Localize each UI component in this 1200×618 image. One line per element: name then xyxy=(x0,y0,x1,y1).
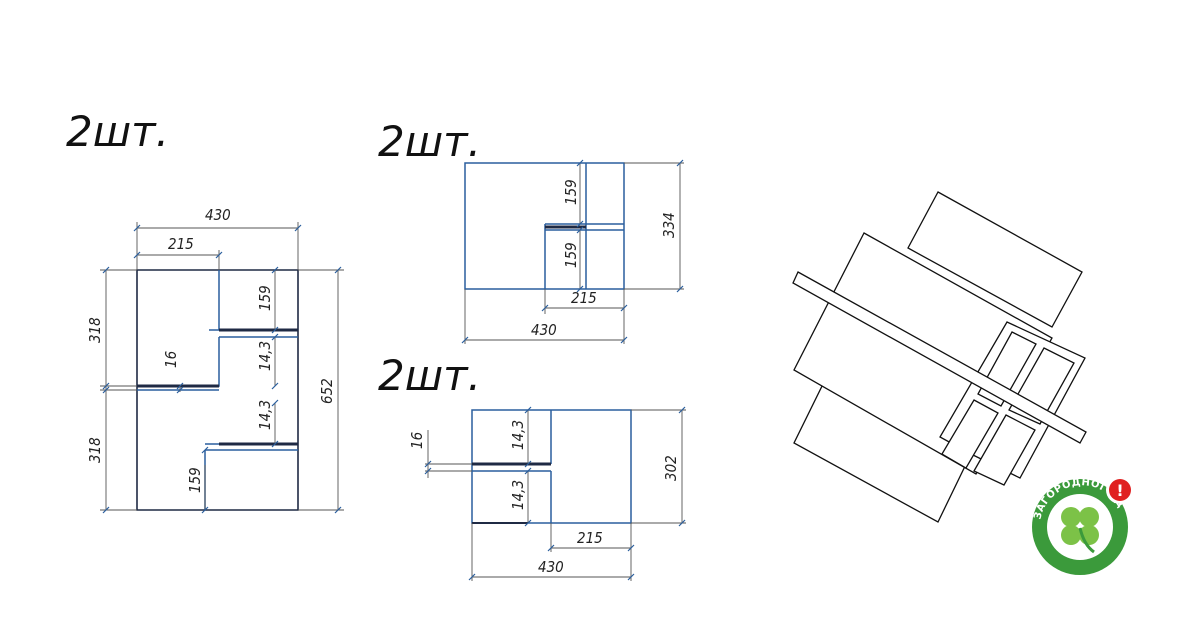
iso-crossbar xyxy=(792,271,1087,444)
left-dimension-lines xyxy=(100,222,344,511)
left-dim-bottom-slot: 159 xyxy=(186,467,204,493)
top-middle-part-drawing: 2шт. 159 159 334 215 430 xyxy=(378,117,684,344)
left-dim-upper-gap: 14,3 xyxy=(256,341,274,371)
bottom-middle-dimension-lines xyxy=(425,409,686,581)
bottom-middle-dim-width: 430 xyxy=(538,558,564,576)
left-dim-thickness: 16 xyxy=(162,351,180,368)
top-middle-dim-height: 334 xyxy=(660,212,678,238)
left-dim-total-width: 430 xyxy=(205,206,231,224)
bottom-middle-part-outline xyxy=(471,409,632,524)
bottom-middle-part-drawing: 2шт. 16 14,3 14,3 302 215 430 xyxy=(378,351,686,581)
bottom-middle-dim-height: 302 xyxy=(662,455,680,481)
left-dim-half-width: 215 xyxy=(168,235,194,253)
assembly-isometric-view xyxy=(792,191,1087,523)
left-dimension-ticks xyxy=(102,224,342,514)
left-dim-lower-gap: 14,3 xyxy=(256,400,274,430)
bottom-middle-dim-thickness: 16 xyxy=(408,432,426,449)
top-middle-part-outline xyxy=(464,162,625,290)
bottom-middle-dim-upper-gap: 14,3 xyxy=(509,420,527,450)
brand-logo: ЗАГОРОДНОГО ДОМА ТЕХНОЛОГИИ ! xyxy=(1032,479,1131,575)
clover-icon xyxy=(1061,507,1099,554)
top-middle-dimension-lines xyxy=(464,162,684,344)
alert-icon xyxy=(1109,479,1131,501)
iso-back-upper-panel xyxy=(907,191,1083,328)
left-dim-total-height: 652 xyxy=(318,378,336,404)
left-dim-top-slot: 159 xyxy=(256,285,274,311)
logo-inner-circle xyxy=(1047,494,1113,560)
iso-cell-4 xyxy=(973,414,1036,486)
left-part-drawing: 2шт. 430 215 318 318 652 16 159 14,3 14,… xyxy=(66,107,344,514)
top-middle-dim-half-width: 215 xyxy=(571,289,597,307)
iso-cell-3 xyxy=(941,399,999,469)
top-middle-dim-top-slot: 159 xyxy=(562,179,580,205)
left-dim-upper-height: 318 xyxy=(86,317,104,343)
top-middle-dim-bottom-slot: 159 xyxy=(562,242,580,268)
left-dim-lower-height: 318 xyxy=(86,437,104,463)
logo-badge-mark: ! xyxy=(1116,481,1123,500)
top-middle-quantity-label: 2шт. xyxy=(378,117,481,166)
top-middle-dim-width: 430 xyxy=(531,321,557,339)
bottom-middle-quantity-label: 2шт. xyxy=(378,351,481,400)
left-quantity-label: 2шт. xyxy=(66,107,169,156)
top-middle-dimension-ticks xyxy=(461,159,684,344)
bottom-middle-dimension-ticks xyxy=(424,406,686,581)
bottom-middle-dim-lower-gap: 14,3 xyxy=(509,480,527,510)
bottom-middle-dim-half-width: 215 xyxy=(577,529,603,547)
